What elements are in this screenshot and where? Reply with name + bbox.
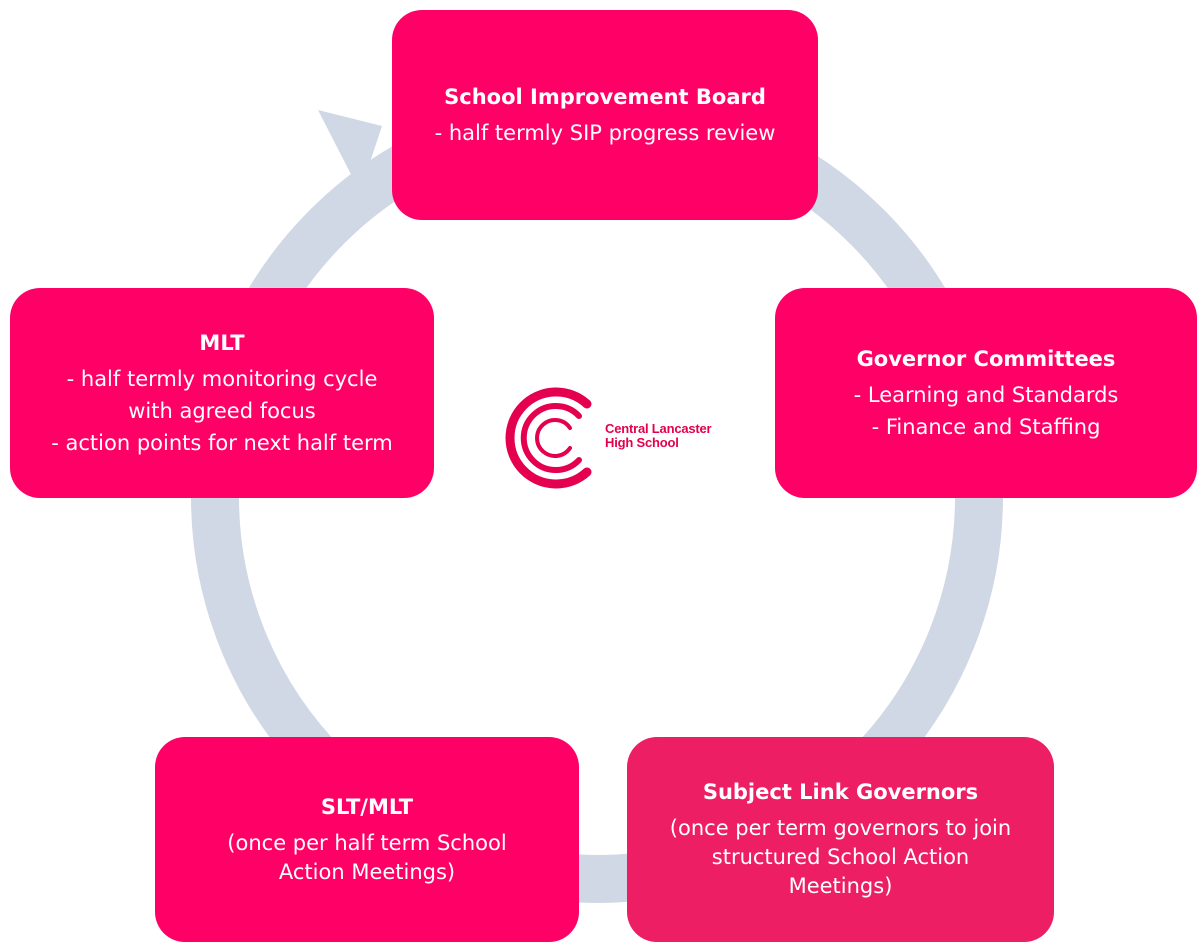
cycle-arrowhead	[318, 110, 382, 192]
school-logo: Central Lancaster High School	[499, 386, 714, 490]
node-mlt: MLT - half termly monitoring cycle with …	[10, 288, 434, 498]
node-line: - Finance and Staffing	[871, 415, 1101, 439]
logo-c-mark	[505, 387, 592, 489]
node-line: (once per term governors to join	[669, 816, 1012, 840]
node-line: - half termly SIP progress review	[434, 121, 776, 145]
node-title: Governor Committees	[856, 347, 1116, 371]
node-line: - Learning and Standards	[853, 383, 1119, 407]
node-slt-mlt: SLT/MLT (once per half term School Actio…	[155, 737, 579, 942]
node-line: - half termly monitoring cycle	[66, 367, 378, 391]
node-line: - action points for next half term	[51, 431, 393, 455]
logo-wordmark: Central Lancaster High School	[605, 421, 712, 450]
node-title: Subject Link Governors	[702, 780, 979, 804]
node-title: SLT/MLT	[320, 794, 414, 819]
node-school-improvement-board: School Improvement Board - half termly S…	[392, 10, 818, 220]
node-subject-link-governors: Subject Link Governors (once per term go…	[627, 737, 1054, 942]
node-title: School Improvement Board	[444, 85, 766, 109]
node-line: with agreed focus	[128, 399, 316, 423]
node-title: MLT	[199, 331, 245, 355]
node-line: (once per half term School	[227, 830, 507, 855]
node-governor-committees: Governor Committees - Learning and Stand…	[775, 288, 1197, 498]
node-line: structured School Action	[711, 845, 970, 869]
node-line: Meetings)	[788, 874, 893, 898]
logo-line-1: Central Lancaster	[605, 421, 712, 436]
logo-line-2: High School	[605, 435, 679, 450]
node-line: Action Meetings)	[278, 859, 456, 884]
